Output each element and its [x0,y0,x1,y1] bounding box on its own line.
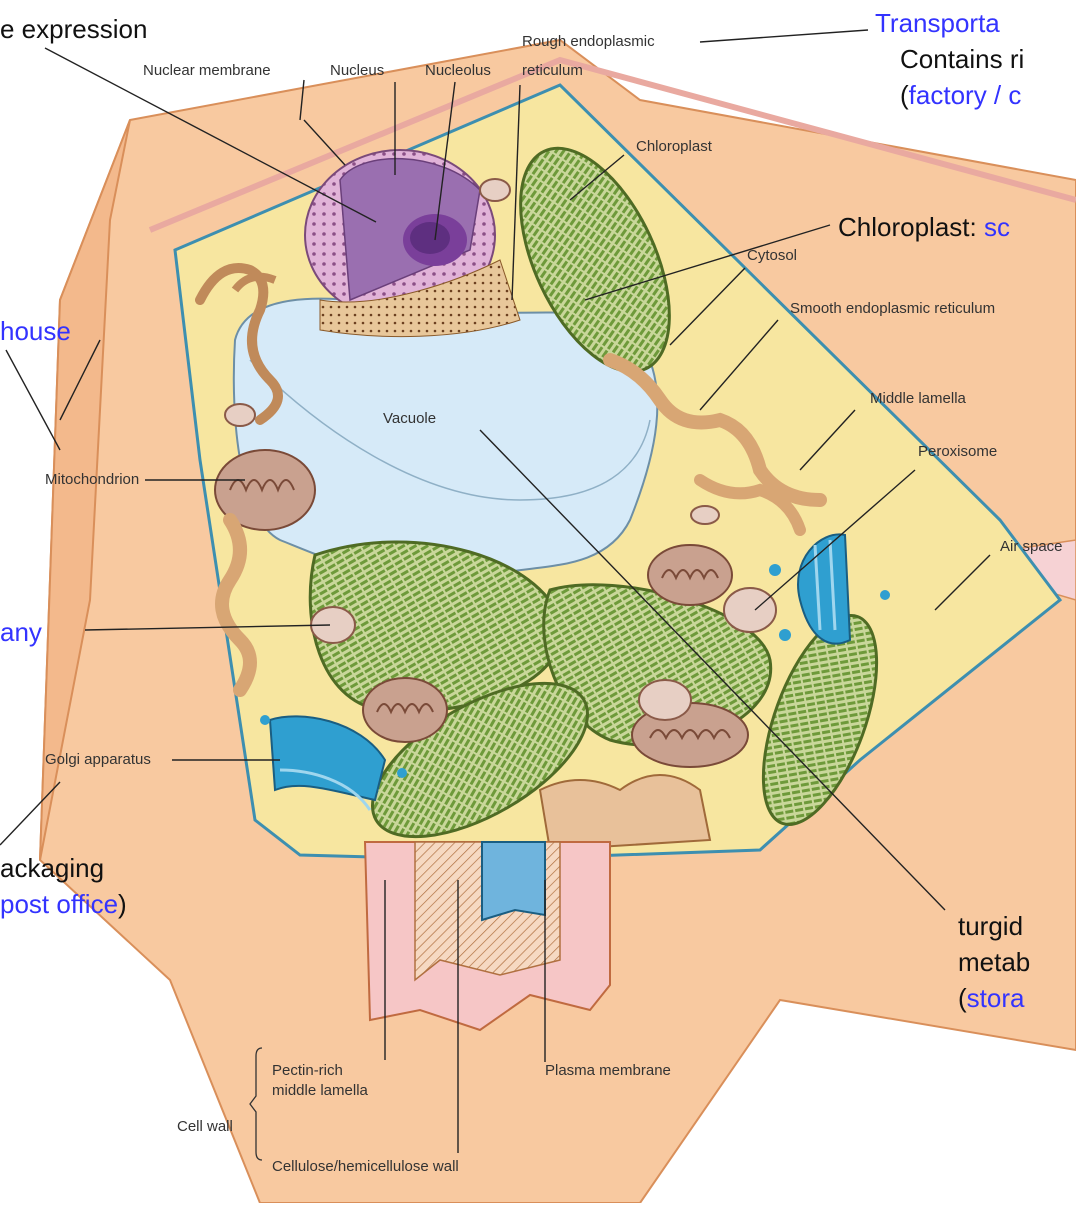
annotation-chloroplast-blue: sc [984,212,1010,242]
annotation-peroxisome: any [0,617,42,647]
label-peroxisome: Peroxisome [918,443,997,461]
wall-cutaway [365,842,610,1030]
annotation-vacuole-line3: (stora [958,983,1024,1013]
label-mitochondrion: Mitochondrion [45,471,139,489]
annotation-vacuole-blue: stora [967,983,1025,1013]
label-vacuole: Vacuole [383,410,436,428]
annotation-vacuole-line2: metab [958,947,1030,977]
label-nucleolus: Nucleolus [425,62,491,80]
label-nuclear-membrane: Nuclear membrane [143,62,271,80]
annotation-vacuole-open-paren: ( [958,983,967,1013]
label-air-space: Air space [1000,538,1063,556]
annotation-chloroplast: Chloroplast: sc [838,212,1010,242]
label-rough-er-line2: reticulum [522,62,583,80]
annotation-golgi-close-paren: ) [118,889,127,919]
label-pectin-line1: Pectin-rich [272,1062,343,1080]
label-nucleus: Nucleus [330,62,384,80]
annotation-mitochondrion: house [0,316,71,346]
label-rough-er-line1: Rough endoplasmic [522,33,655,51]
label-golgi: Golgi apparatus [45,751,151,769]
annotation-nucleus: e expression [0,14,147,44]
annotation-golgi-blue: post office [0,889,118,919]
annotation-rer-open-paren: ( [900,80,909,110]
annotation-rer-line3: (factory / c [900,80,1021,110]
label-cytosol: Cytosol [747,247,797,265]
label-cellulose: Cellulose/hemicellulose wall [272,1158,459,1176]
label-plasma-membrane: Plasma membrane [545,1062,671,1080]
label-chloroplast: Chloroplast [636,138,712,156]
label-middle-lamella: Middle lamella [870,390,966,408]
annotation-golgi-line2: post office) [0,889,127,919]
label-smooth-er: Smooth endoplasmic reticulum [790,300,995,318]
annotation-chloroplast-prefix: Chloroplast: [838,212,984,242]
annotation-rer-line2: Contains ri [900,44,1024,74]
annotation-vacuole-line1: turgid [958,911,1023,941]
annotation-rer-line1: Transporta [875,8,1000,38]
label-pectin-line2: middle lamella [272,1082,368,1100]
annotation-rer-blue: factory / c [909,80,1022,110]
annotation-golgi-line1: ackaging [0,853,104,883]
label-cell-wall: Cell wall [177,1118,233,1136]
